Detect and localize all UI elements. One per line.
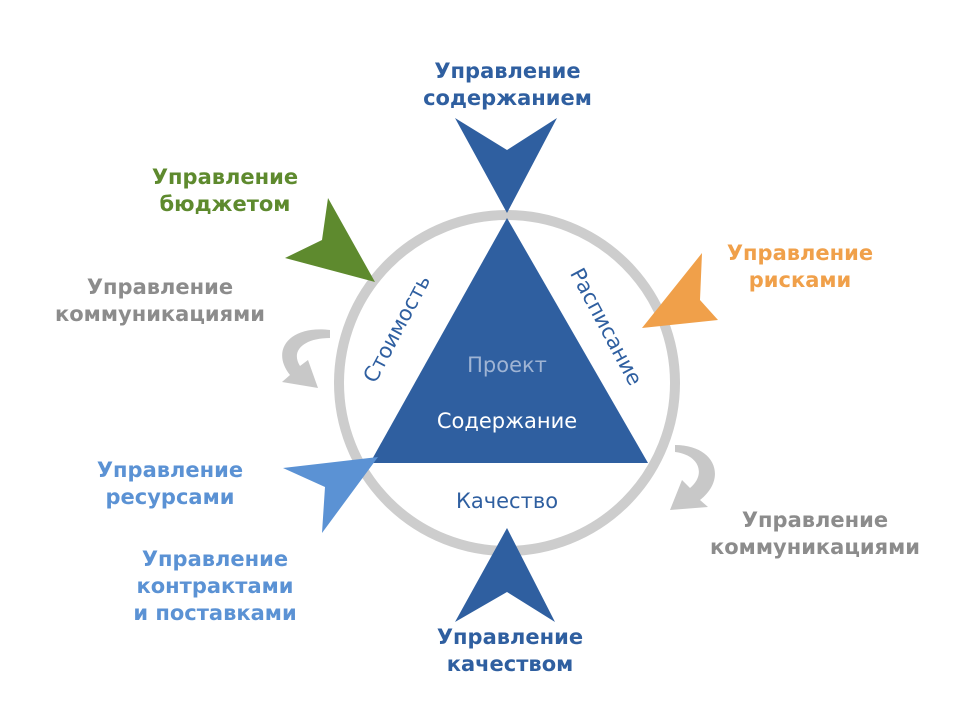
label-line: Управление: [741, 508, 889, 532]
label-line: контрактами: [136, 574, 294, 598]
curved-arrow-left: [282, 329, 330, 388]
label-communications-left: Управление коммуникациями: [40, 274, 280, 328]
label-line: коммуникациями: [710, 535, 920, 559]
label-line: содержанием: [423, 86, 592, 110]
label-line: бюджетом: [159, 192, 291, 216]
arrow-budget: [285, 198, 375, 282]
label-contracts: Управление контрактами и поставками: [110, 546, 320, 627]
label-line: Управление: [151, 165, 299, 189]
label-line: ресурсами: [105, 485, 235, 509]
label-line: и поставками: [133, 601, 297, 625]
label-line: Управление: [86, 275, 234, 299]
label-content: Содержание: [437, 409, 577, 433]
label-line: коммуникациями: [55, 302, 265, 326]
label-line: рисками: [748, 268, 852, 292]
label-line: качеством: [446, 652, 574, 676]
label-line: Управление: [436, 625, 584, 649]
arrow-scope: [455, 118, 557, 213]
label-quality-center: Качество: [456, 489, 558, 513]
project-triangle: [370, 218, 648, 463]
label-communications-right: Управление коммуникациями: [690, 507, 940, 561]
arrow-quality: [455, 528, 555, 622]
label-budget: Управление бюджетом: [125, 164, 325, 218]
label-line: Управление: [141, 547, 289, 571]
label-scope: Управление содержанием: [400, 58, 615, 112]
label-quality-mgmt: Управление качеством: [410, 624, 610, 678]
label-line: Управление: [96, 458, 244, 482]
arrow-risks: [642, 253, 718, 328]
label-resources: Управление ресурсами: [70, 457, 270, 511]
label-project: Проект: [467, 353, 547, 377]
label-line: Управление: [434, 59, 581, 83]
label-risks: Управление рисками: [700, 240, 900, 294]
label-line: Управление: [726, 241, 874, 265]
curved-arrow-right: [670, 445, 715, 510]
arrow-resources: [283, 457, 378, 533]
